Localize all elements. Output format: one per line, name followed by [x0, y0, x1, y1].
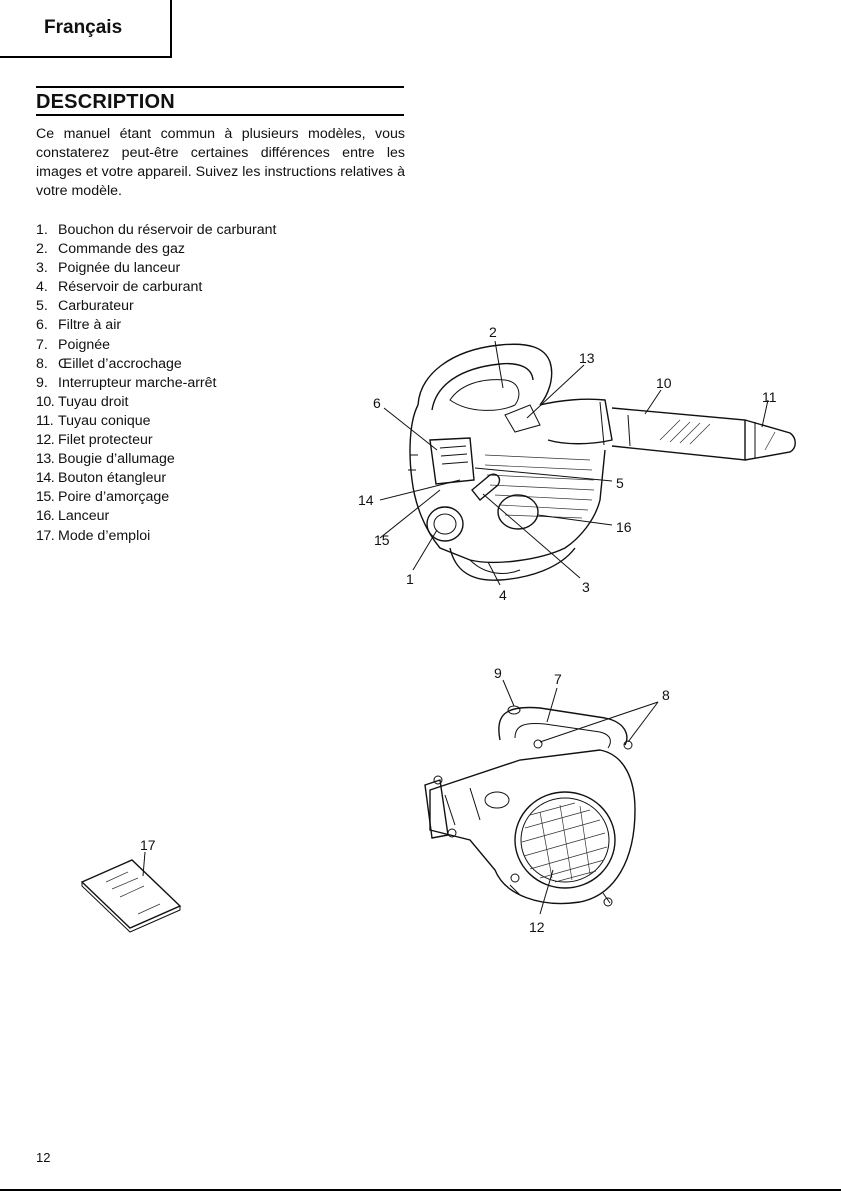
- list-item: 10.Tuyau droit: [36, 393, 129, 410]
- callout-15: 15: [374, 532, 390, 548]
- callout-4: 4: [499, 587, 507, 603]
- callout-10: 10: [656, 375, 672, 391]
- callout-3: 3: [582, 579, 590, 595]
- list-item: 13.Bougie d’allumage: [36, 451, 175, 468]
- language-tab-label: Français: [44, 17, 123, 38]
- rear-view-callouts: 9 7 8 12: [494, 665, 670, 935]
- callout-16: 16: [616, 519, 632, 535]
- list-item: 17.Mode d’emploi: [36, 527, 151, 544]
- list-item: 2.Commande des gaz: [36, 241, 185, 258]
- list-item: 6.Filtre à air: [36, 317, 122, 334]
- callout-5: 5: [616, 475, 624, 491]
- list-item: 1.Bouchon du réservoir de carburant: [36, 222, 277, 238]
- callout-2: 2: [489, 324, 497, 340]
- callout-13: 13: [579, 350, 595, 366]
- intro-paragraph: Ce manuel étant commun à plusieurs modèl…: [36, 126, 405, 199]
- parts-list: 1.Bouchon du réservoir de carburant 2.Co…: [36, 221, 276, 546]
- callout-9: 9: [494, 665, 502, 681]
- callout-7: 7: [554, 671, 562, 687]
- callout-12: 12: [529, 919, 545, 935]
- list-item: 7.Poignée: [36, 336, 111, 353]
- callout-11: 11: [762, 389, 777, 405]
- rear-view-leader-lines: [502, 679, 659, 915]
- instruction-manual-drawing: [80, 851, 182, 933]
- list-item: 9.Interrupteur marche-arrêt: [36, 374, 217, 391]
- side-view-leader-lines: [379, 340, 769, 586]
- bottom-rule: [0, 1189, 841, 1191]
- list-item: 14.Bouton étangleur: [36, 470, 167, 487]
- blower-rear-view-drawing: [424, 705, 636, 907]
- list-item: 8.Œillet d’accrochage: [36, 355, 182, 372]
- language-tab: Français: [0, 0, 172, 58]
- callout-14: 14: [358, 492, 374, 508]
- section-title: DESCRIPTION: [36, 91, 175, 113]
- section-heading: DESCRIPTION: [36, 86, 404, 116]
- page-number: 12: [36, 1150, 51, 1165]
- callout-6: 6: [373, 395, 381, 411]
- callout-8: 8: [662, 687, 670, 703]
- list-item: 15.Poire d’amorçage: [36, 489, 170, 506]
- blower-body-drawing: [408, 343, 796, 581]
- list-item: 4.Réservoir de carburant: [36, 279, 203, 296]
- callout-1: 1: [406, 571, 414, 587]
- list-item: 16.Lanceur: [36, 508, 110, 525]
- list-item: 3.Poignée du lanceur: [36, 260, 181, 277]
- list-item: 11.Tuyau conique: [36, 412, 151, 429]
- list-item: 12.Filet protecteur: [36, 432, 153, 449]
- list-item: 5.Carburateur: [36, 298, 134, 315]
- side-view-callouts: 2 13 10 11 6 5 14 16 15 1 3 4: [358, 324, 777, 603]
- callout-17: 17: [140, 837, 156, 853]
